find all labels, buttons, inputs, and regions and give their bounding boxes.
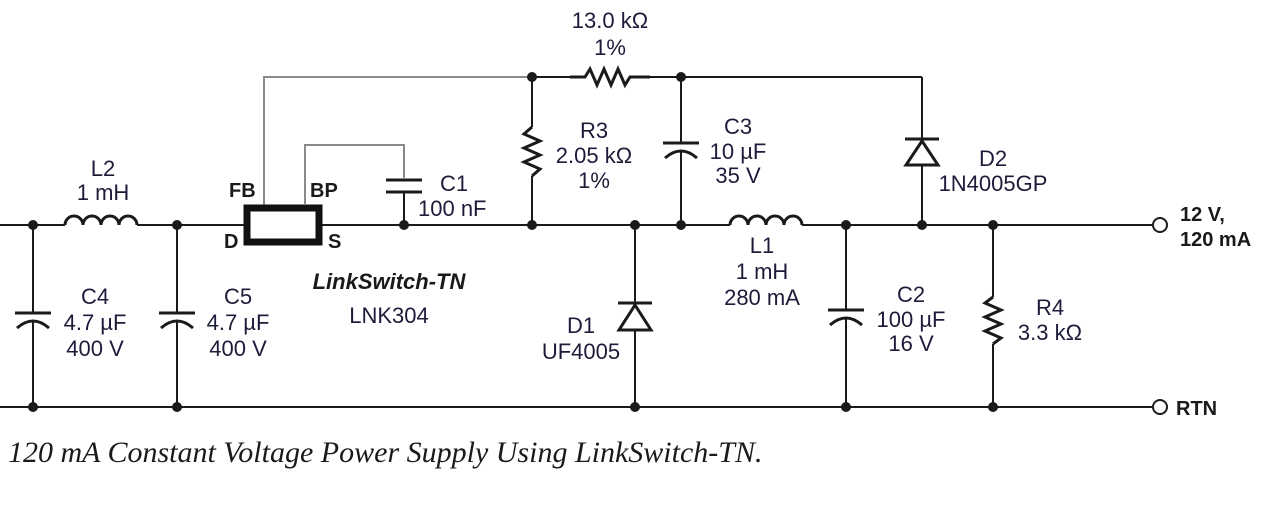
junction-dot <box>676 72 686 82</box>
c4-ref-label: C4 <box>81 284 109 309</box>
c2-rating-label: 16 V <box>888 331 934 356</box>
ic-pin-d-label: D <box>224 231 238 253</box>
junction-dot <box>841 220 851 230</box>
d2-ref-label: D2 <box>979 146 1007 171</box>
c3-value-label: 10 µF <box>710 139 767 164</box>
figure-caption: 120 mA Constant Voltage Power Supply Usi… <box>8 436 762 469</box>
junction-dot <box>841 402 851 412</box>
ic-pin-s-label: S <box>328 231 341 253</box>
l1-rating-label: 280 mA <box>724 285 800 310</box>
return-terminal <box>1152 399 1168 415</box>
c1-value-label: 100 nF <box>418 196 487 221</box>
junction-dot <box>399 220 409 230</box>
l1-value-label: 1 mH <box>736 259 789 284</box>
ic-name-label: LinkSwitch-TN <box>313 269 467 294</box>
c4-rating-label: 400 V <box>66 336 124 361</box>
l1-inductor-symbol <box>728 214 804 226</box>
r4-value-label: 3.3 kΩ <box>1018 320 1082 345</box>
junction-dot <box>527 72 537 82</box>
junction-dots <box>28 72 998 412</box>
l2-value-label: 1 mH <box>77 180 130 205</box>
r1-resistor-symbol <box>570 65 650 89</box>
ic-part-label: LNK304 <box>349 303 429 328</box>
output-current-label: 120 mA <box>1180 229 1251 251</box>
r1-value-label: 13.0 kΩ <box>572 8 648 33</box>
l1-ref-label: L1 <box>750 233 774 258</box>
r3-resistor-symbol <box>520 125 544 178</box>
c5-ref-label: C5 <box>224 284 252 309</box>
c4-value-label: 4.7 µF <box>64 310 127 335</box>
junction-dot <box>172 402 182 412</box>
c2-value-label: 100 µF <box>877 307 946 332</box>
linkswitch-ic-symbol <box>243 204 323 246</box>
junction-dot <box>917 220 927 230</box>
l2-inductor-symbol <box>63 214 139 226</box>
l2-ref-label: L2 <box>91 156 115 181</box>
r1-tolerance-label: 1% <box>594 35 626 60</box>
junction-dot <box>172 220 182 230</box>
d1-diode-symbol <box>616 302 654 332</box>
c2-ref-label: C2 <box>897 282 925 307</box>
bp-wire <box>304 144 405 205</box>
d2-part-label: 1N4005GP <box>939 171 1048 196</box>
c1-ref-label: C1 <box>440 171 468 196</box>
junction-dot <box>988 220 998 230</box>
output-voltage-label: 12 V, <box>1180 204 1225 226</box>
r3-value-label: 2.05 kΩ <box>556 143 632 168</box>
c3-ref-label: C3 <box>724 114 752 139</box>
junction-dot <box>676 220 686 230</box>
fb-feedback-wire <box>263 76 532 205</box>
d1-part-label: UF4005 <box>542 339 620 364</box>
junction-dot <box>988 402 998 412</box>
junction-dot <box>630 402 640 412</box>
r1-ref-label: R1 <box>596 0 624 1</box>
junction-dot <box>28 402 38 412</box>
junction-dot <box>630 220 640 230</box>
ic-pin-bp-label: BP <box>310 180 338 202</box>
r4-resistor-symbol <box>981 295 1005 346</box>
output-terminal <box>1152 217 1168 233</box>
r3-tolerance-label: 1% <box>578 168 610 193</box>
d1-ref-label: D1 <box>567 313 595 338</box>
ic-pin-fb-label: FB <box>229 180 256 202</box>
c5-value-label: 4.7 µF <box>207 310 270 335</box>
r3-ref-label: R3 <box>580 118 608 143</box>
c3-rating-label: 35 V <box>715 163 761 188</box>
c5-rating-label: 400 V <box>209 336 267 361</box>
junction-dot <box>28 220 38 230</box>
d2-diode-symbol <box>903 138 941 167</box>
return-label: RTN <box>1176 398 1217 420</box>
r4-ref-label: R4 <box>1036 295 1064 320</box>
junction-dot <box>527 220 537 230</box>
